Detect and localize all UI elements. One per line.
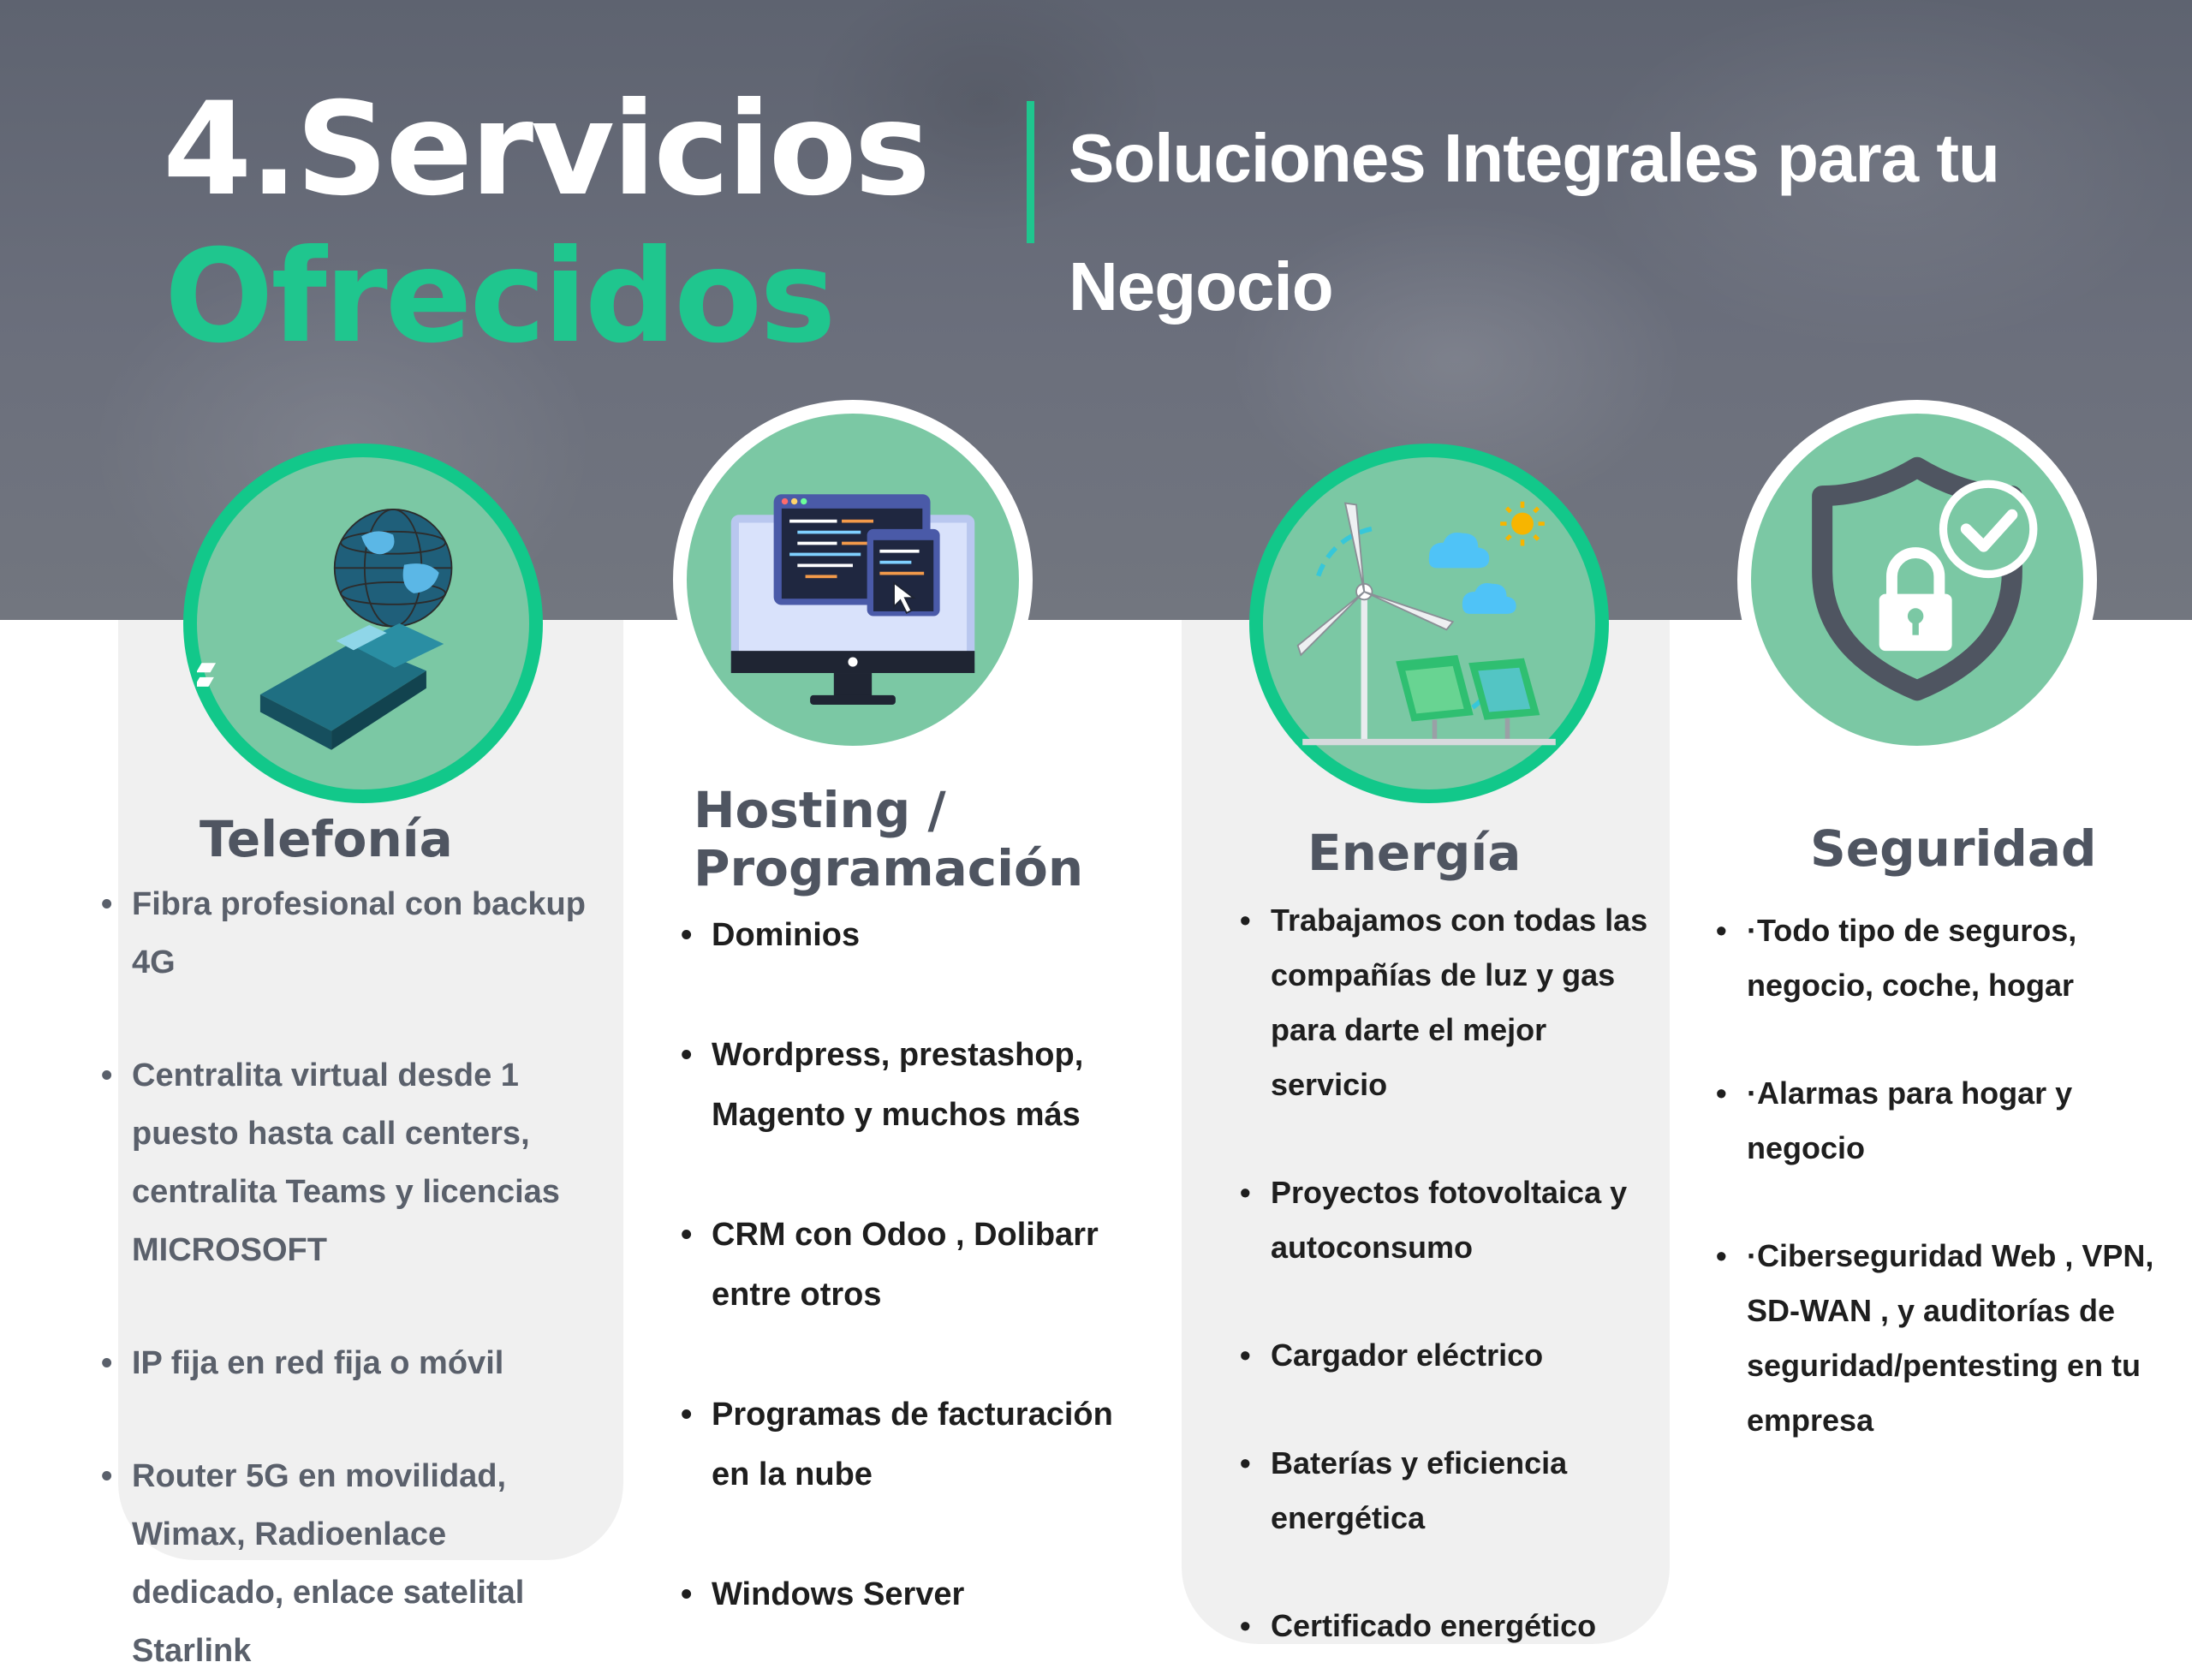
list-item: Fibra profesional con backup 4G: [101, 875, 606, 992]
list-item: Programas de facturación en la nube: [681, 1385, 1143, 1504]
telefonia-heading: Telefonía: [200, 810, 453, 868]
telefonia-icon-circle: [183, 444, 543, 803]
energia-heading: Energía: [1307, 824, 1522, 882]
list-item: Proyectos fotovoltaica y autoconsumo: [1240, 1165, 1668, 1275]
seguridad-heading: Seguridad: [1810, 819, 2097, 878]
list-item: ·Alarmas para hogar y negocio: [1716, 1066, 2178, 1176]
telefonia-list: Fibra profesional con backup 4G Centrali…: [101, 875, 606, 1680]
list-item: CRM con Odoo , Dolibarr entre otros: [681, 1205, 1143, 1325]
energia-list: Trabajamos con todas las compañías de lu…: [1240, 893, 1668, 1653]
code-monitor-icon: [730, 494, 975, 705]
list-item: Centralita virtual desde 1 puesto hasta …: [101, 1046, 606, 1279]
seguridad-list: ·Todo tipo de seguros, negocio, coche, h…: [1716, 903, 2178, 1448]
seguridad-icon-circle: [1737, 400, 2097, 760]
hosting-icon-circle: [673, 400, 1033, 760]
list-item: Cargador eléctrico: [1240, 1328, 1668, 1383]
page-title-line1: 4.Servicios: [163, 75, 931, 224]
hosting-heading-line1: Hosting /: [694, 781, 946, 839]
list-item: IP fija en red fija o móvil: [101, 1334, 606, 1392]
list-item: Trabajamos con todas las compañías de lu…: [1240, 893, 1668, 1112]
page-subtitle: Soluciones Integrales para tu Negocio: [1069, 120, 2000, 325]
list-item: Windows Server: [681, 1564, 1143, 1624]
energia-icon-circle: [1249, 444, 1609, 803]
title-divider: [1027, 101, 1034, 243]
hosting-list: Dominios Wordpress, prestashop, Magento …: [681, 905, 1143, 1624]
hosting-heading: Hosting / Programación: [694, 781, 1083, 897]
list-item: Baterías y eficiencia energética: [1240, 1436, 1668, 1546]
list-item: Router 5G en movilidad, Wimax, Radioenla…: [101, 1447, 606, 1680]
list-item: ·Todo tipo de seguros, negocio, coche, h…: [1716, 903, 2178, 1013]
hosting-heading-line2: Programación: [694, 839, 1084, 897]
page-title-line2: Ofrecidos: [164, 223, 837, 372]
telephone-globe-icon: [197, 509, 453, 750]
renewable-energy-icon: [1296, 501, 1556, 746]
list-item: Wordpress, prestashop, Magento y muchos …: [681, 1025, 1143, 1145]
list-item: ·Ciberseguridad Web , VPN, SD-WAN , y au…: [1716, 1229, 2178, 1448]
security-shield-icon: [1812, 456, 2038, 701]
list-item: Certificado energético: [1240, 1599, 1668, 1653]
list-item: Dominios: [681, 905, 1143, 965]
